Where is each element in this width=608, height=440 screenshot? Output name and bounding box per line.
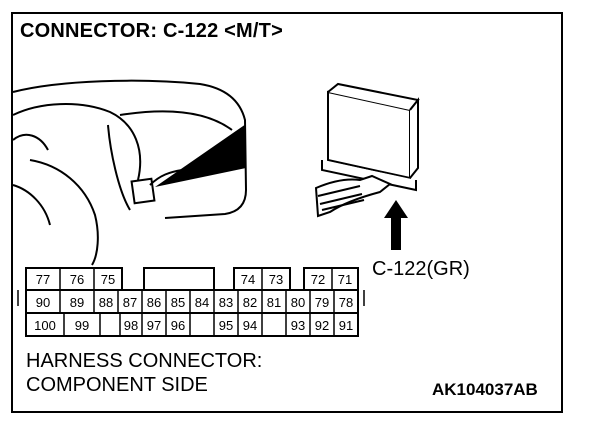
pin-98: 98: [124, 318, 138, 333]
pin-76: 76: [70, 272, 84, 287]
pin-80: 80: [291, 295, 305, 310]
pin-88: 88: [99, 295, 113, 310]
pin-83: 83: [219, 295, 233, 310]
pin-74: 74: [241, 272, 255, 287]
diagram-title: CONNECTOR: C-122 <M/T>: [20, 20, 283, 42]
pin-82: 82: [243, 295, 257, 310]
pin-95: 95: [219, 318, 233, 333]
pin-91: 91: [339, 318, 353, 333]
caption-line-1: HARNESS CONNECTOR:: [26, 350, 263, 372]
connector-pin-grid: [25, 267, 359, 337]
pin-89: 89: [70, 295, 84, 310]
pin-100: 100: [34, 318, 56, 333]
pin-77: 77: [36, 272, 50, 287]
pin-90: 90: [36, 295, 50, 310]
pin-85: 85: [171, 295, 185, 310]
pin-79: 79: [315, 295, 329, 310]
pin-81: 81: [267, 295, 281, 310]
pin-71: 71: [338, 272, 352, 287]
pin-73: 73: [269, 272, 283, 287]
pin-78: 78: [339, 295, 353, 310]
pin-72: 72: [311, 272, 325, 287]
connector-pin-dividers: [59, 268, 335, 336]
pin-92: 92: [315, 318, 329, 333]
callout-pointer: [155, 124, 246, 187]
pin-96: 96: [171, 318, 185, 333]
pin-86: 86: [147, 295, 161, 310]
pin-75: 75: [101, 272, 115, 287]
pin-84: 84: [195, 295, 209, 310]
pin-99: 99: [75, 318, 89, 333]
connector-label: C-122(GR): [372, 258, 470, 280]
pin-97: 97: [147, 318, 161, 333]
diagram-frame: [11, 12, 563, 413]
pin-93: 93: [291, 318, 305, 333]
caption-line-2: COMPONENT SIDE: [26, 374, 208, 396]
image-code: AK104037AB: [432, 380, 538, 399]
pin-87: 87: [123, 295, 137, 310]
connector-side-marks: [17, 290, 365, 306]
dashboard-illustration: [12, 79, 248, 266]
pin-94: 94: [243, 318, 257, 333]
up-arrow-icon: [384, 200, 408, 250]
component-illustration: [314, 82, 420, 218]
